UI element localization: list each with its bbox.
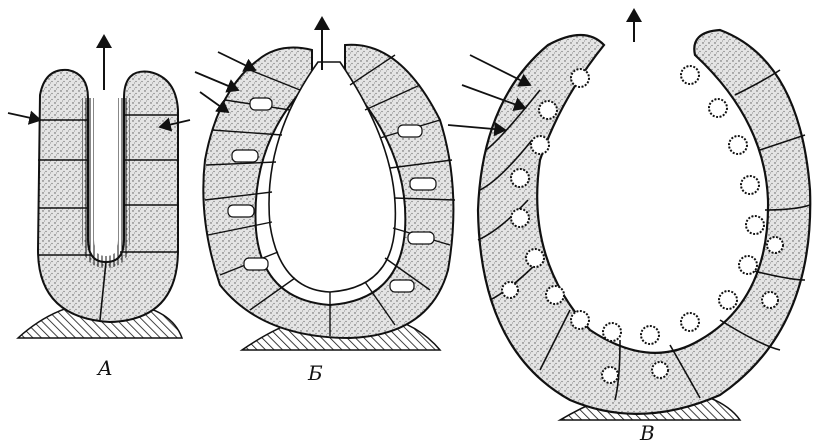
panel-a: A [8,36,190,380]
epithelium-a [38,70,178,322]
panel-label-c: В [639,421,655,444]
panel-label-a: A [96,356,112,380]
panel-label-b: Б [307,361,323,385]
arrow-left-a [8,113,40,120]
arrow-in-c-1 [470,55,530,85]
arrow-in-b-2 [195,72,238,90]
panel-b: Б [195,18,455,385]
arrow-in-b-1 [218,52,255,70]
panel-c: В [448,10,810,444]
